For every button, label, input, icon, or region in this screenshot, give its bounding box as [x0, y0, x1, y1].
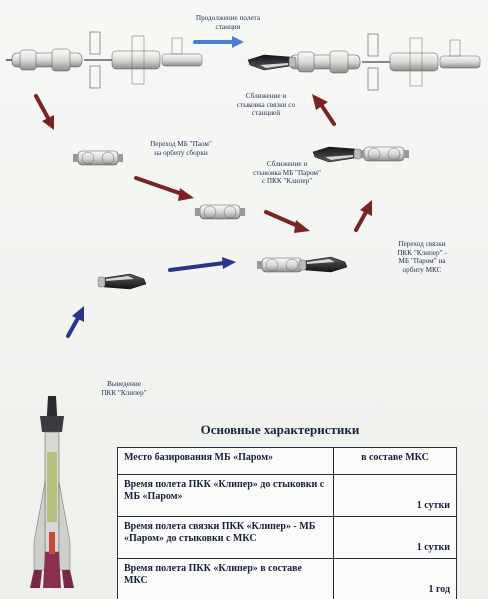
station-final: [283, 33, 481, 91]
table-title: Основные характеристики: [200, 422, 360, 437]
label-docking-station: Сближение и стыковка связки со станцией: [236, 92, 296, 118]
row-value: 1 год: [333, 558, 457, 599]
arrow-launch: [66, 306, 84, 338]
arrow-station-to-parom: [34, 94, 54, 130]
arrow-continuation: [193, 36, 244, 48]
parom-bundle-upper: [358, 146, 410, 162]
row-label: Место базирования МБ «Паром»: [117, 447, 334, 475]
label-launch: Выведение ПКК "Клипер": [101, 380, 147, 397]
row-value: 1 сутки: [333, 516, 457, 559]
row-label: Время полета ПКК «Клипер» до стыковки с …: [117, 474, 334, 517]
label-transfer-parom: Переход МБ "Паом" на орбиту сборки: [150, 140, 212, 157]
label-continuation: Продолжение полета станции: [195, 14, 261, 31]
table-row: Время полета ПКК «Клипер» до стыковки с …: [117, 474, 457, 517]
table-row: Место базирования МБ «Паром» в составе М…: [117, 447, 457, 475]
row-label: Время полета связки ПКК «Клипер» - МБ «П…: [117, 516, 334, 559]
arrow-center-to-bundle: [264, 210, 310, 233]
clipper-docked-station: [247, 54, 297, 71]
station-initial: [5, 31, 203, 89]
label-transfer-bundle: Переход связки ПКК "Клипер" - МБ "Паром"…: [397, 240, 447, 274]
table-row: Время полета ПКК «Клипер» в составе МКС …: [117, 558, 457, 599]
launch-rocket: [30, 396, 74, 588]
label-docking-parom: Сближение и стыковка МБ "Паром" с ПКК "К…: [253, 160, 321, 186]
arrow-bundle-up: [354, 200, 372, 232]
mission-diagram: [5, 31, 481, 338]
arrow-parom-to-center: [134, 176, 194, 201]
clipper-bundle-lower: [298, 256, 348, 273]
clipper-orbit: [97, 273, 147, 290]
arrow-bundle-to-station: [312, 94, 336, 126]
row-label: Время полета ПКК «Клипер» в составе МКС: [117, 558, 334, 599]
specs-table: Место базирования МБ «Паром» в составе М…: [117, 447, 457, 599]
row-value: 1 сутки: [333, 474, 457, 517]
parom-assembly-orbit: [72, 150, 124, 166]
table-row: Время полета связки ПКК «Клипер» - МБ «П…: [117, 516, 457, 559]
arrow-clipper-to-bundle: [168, 257, 236, 272]
row-value: в составе МКС: [333, 447, 457, 475]
parom-center: [194, 204, 246, 220]
